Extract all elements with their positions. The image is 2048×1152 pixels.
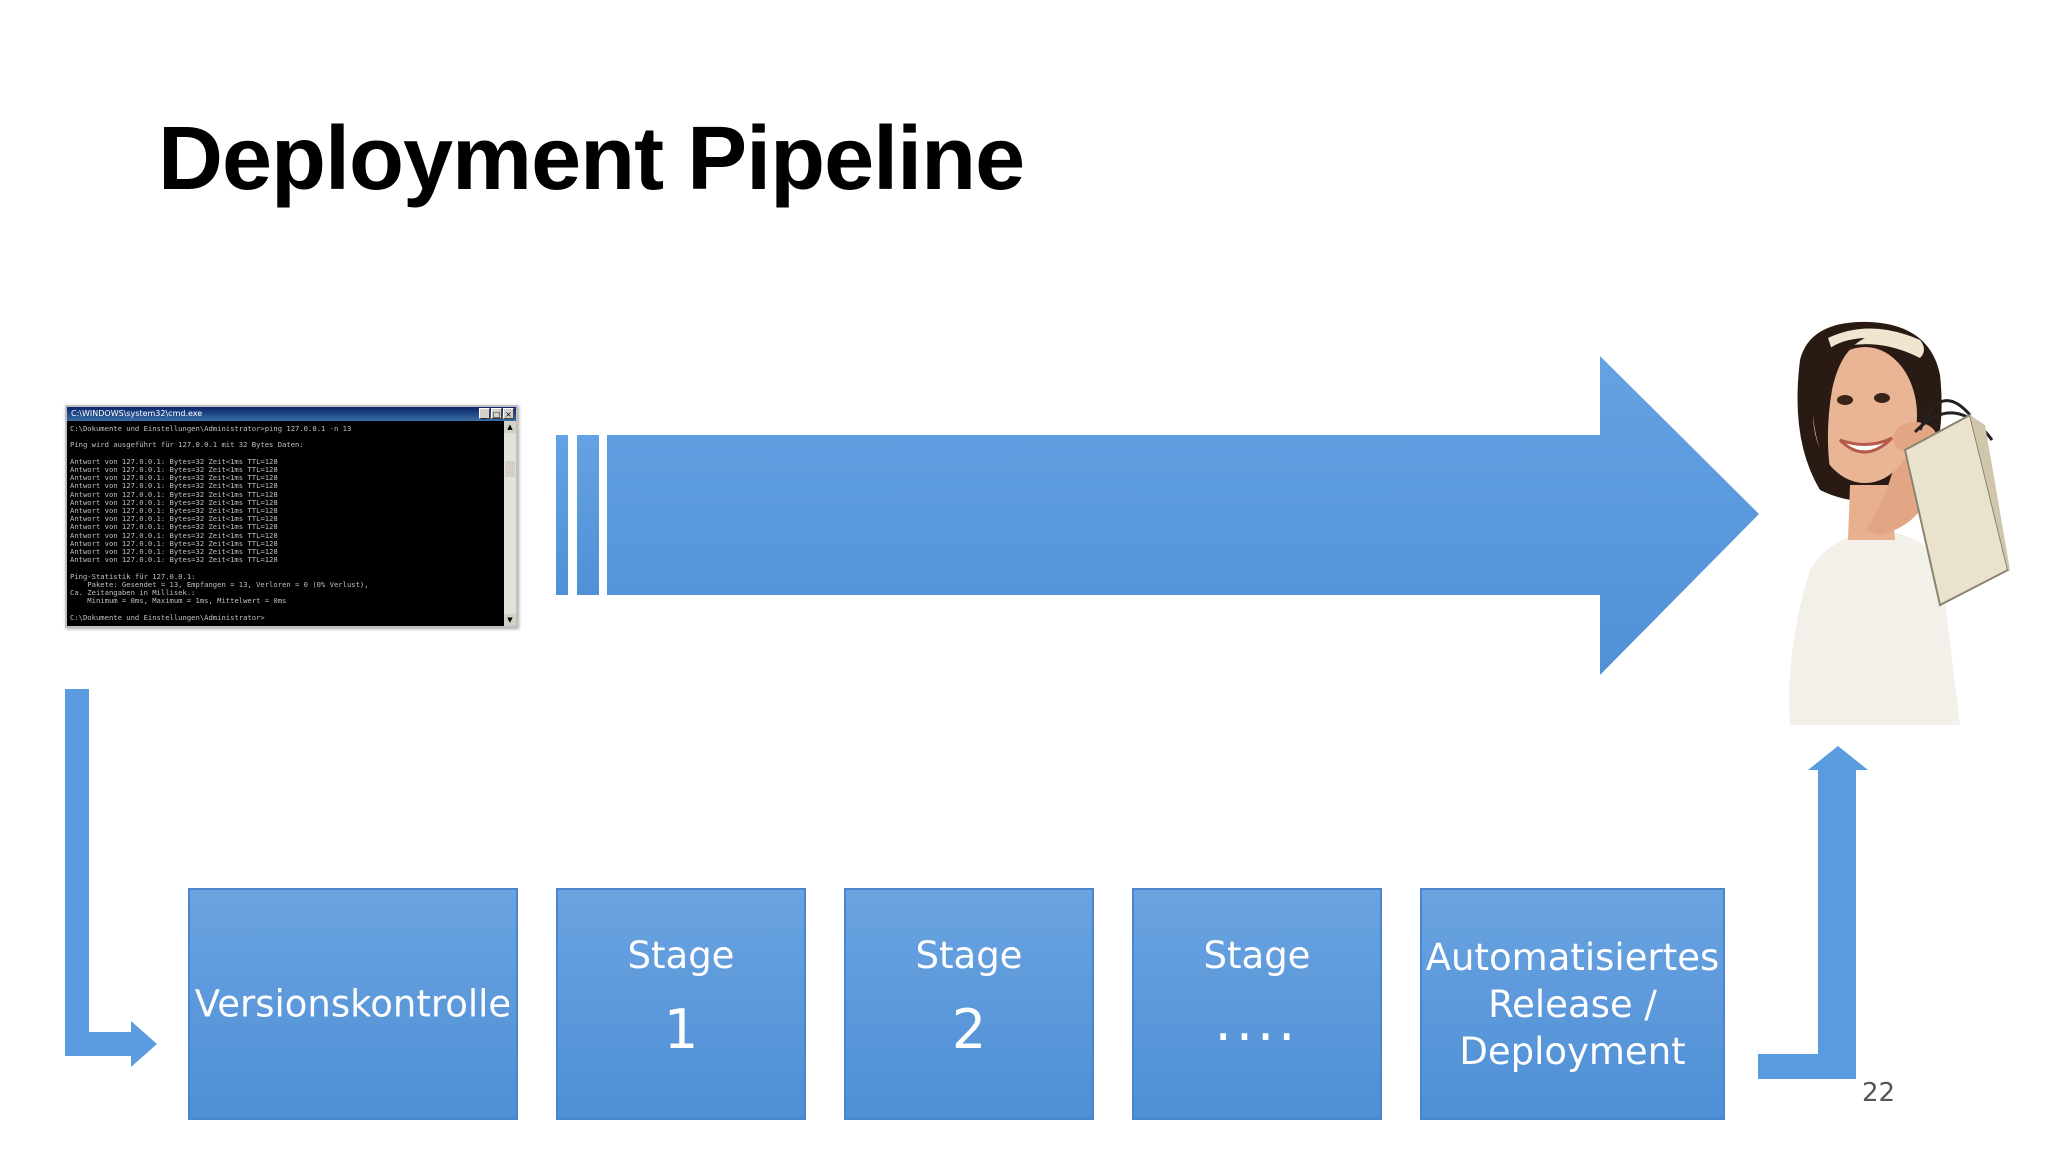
customer-image — [1789, 321, 2010, 725]
terminal-line: Antwort von 127.0.0.1: Bytes=32 Zeit<1ms… — [70, 555, 278, 565]
elbow-arrow-down-right — [65, 689, 157, 1067]
release-line-2: Release / — [1488, 983, 1657, 1026]
scroll-thumb[interactable] — [505, 461, 515, 477]
terminal-line: Antwort von 127.0.0.1: Bytes=32 Zeit<1ms… — [70, 497, 278, 507]
terminal-line: Antwort von 127.0.0.1: Bytes=32 Zeit<1ms… — [70, 465, 278, 475]
maximize-icon[interactable]: □ — [491, 408, 502, 419]
terminal-titlebar: C:\WINDOWS\system32\cmd.exe _ □ × — [67, 407, 516, 421]
terminal-line: Minimum = 0ms, Maximum = 1ms, Mittelwert… — [70, 596, 287, 606]
scroll-down-icon[interactable]: ▼ — [504, 614, 516, 626]
stage-number: 1 — [663, 998, 699, 1061]
terminal-line: Antwort von 127.0.0.1: Bytes=32 Zeit<1ms… — [70, 530, 278, 540]
release-line-3: Deployment — [1459, 1030, 1686, 1073]
terminal-line: Antwort von 127.0.0.1: Bytes=32 Zeit<1ms… — [70, 547, 278, 557]
terminal-line: Pakete: Gesendet = 13, Empfangen = 13, V… — [70, 579, 369, 589]
stage-label: Stage — [627, 934, 735, 977]
terminal-title: C:\WINDOWS\system32\cmd.exe — [71, 409, 203, 418]
terminal-scrollbar[interactable]: ▲ ▼ — [504, 421, 516, 626]
terminal-line: Antwort von 127.0.0.1: Bytes=32 Zeit<1ms… — [70, 489, 278, 499]
stage-box-version-control: Versionskontrolle — [188, 888, 518, 1120]
terminal-line: Antwort von 127.0.0.1: Bytes=32 Zeit<1ms… — [70, 522, 278, 532]
stage-number: .... — [1214, 990, 1300, 1053]
page-number: 22 — [1862, 1078, 1896, 1108]
stage-box-1: Stage 1 — [556, 888, 806, 1120]
terminal-line: Ping wird ausgeführt für 127.0.0.1 mit 3… — [70, 440, 304, 450]
minimize-icon[interactable]: _ — [479, 408, 490, 419]
terminal-window: C:\WINDOWS\system32\cmd.exe _ □ × C:\Dok… — [65, 405, 518, 628]
terminal-line: Antwort von 127.0.0.1: Bytes=32 Zeit<1ms… — [70, 514, 278, 524]
stage-label: Stage — [915, 934, 1023, 977]
terminal-line: Antwort von 127.0.0.1: Bytes=32 Zeit<1ms… — [70, 538, 278, 548]
terminal-line: Ca. Zeitangaben in Millisek.: — [70, 588, 196, 598]
stage-label: Versionskontrolle — [194, 982, 512, 1026]
stage-box-more: Stage .... — [1132, 888, 1382, 1120]
terminal-line: Antwort von 127.0.0.1: Bytes=32 Zeit<1ms… — [70, 456, 278, 466]
terminal-line: C:\Dokumente und Einstellungen\Administr… — [70, 612, 265, 622]
terminal-line: Antwort von 127.0.0.1: Bytes=32 Zeit<1ms… — [70, 506, 278, 516]
stage-label: Stage — [1203, 934, 1311, 977]
arrow-stripe-2 — [577, 435, 599, 595]
terminal-line: Antwort von 127.0.0.1: Bytes=32 Zeit<1ms… — [70, 481, 278, 491]
big-flow-arrow — [607, 356, 1759, 675]
close-icon[interactable]: × — [503, 408, 514, 419]
arrow-stripe-1 — [556, 435, 568, 595]
terminal-output: C:\Dokumente und Einstellungen\Administr… — [67, 421, 504, 626]
terminal-line: C:\Dokumente und Einstellungen\Administr… — [70, 424, 352, 433]
release-line-1: Automatisiertes — [1425, 936, 1720, 979]
stage-box-release: Automatisiertes Release / Deployment — [1420, 888, 1725, 1120]
stage-number: 2 — [951, 998, 987, 1061]
slide-title: Deployment Pipeline — [158, 109, 1025, 209]
stage-box-2: Stage 2 — [844, 888, 1094, 1120]
scroll-up-icon[interactable]: ▲ — [504, 421, 516, 433]
terminal-line: Antwort von 127.0.0.1: Bytes=32 Zeit<1ms… — [70, 473, 278, 483]
terminal-line: Ping-Statistik für 127.0.0.1: — [70, 571, 196, 581]
elbow-arrow-right-up — [1758, 746, 1868, 1079]
stage-release-label: Automatisiertes Release / Deployment — [1422, 934, 1723, 1075]
